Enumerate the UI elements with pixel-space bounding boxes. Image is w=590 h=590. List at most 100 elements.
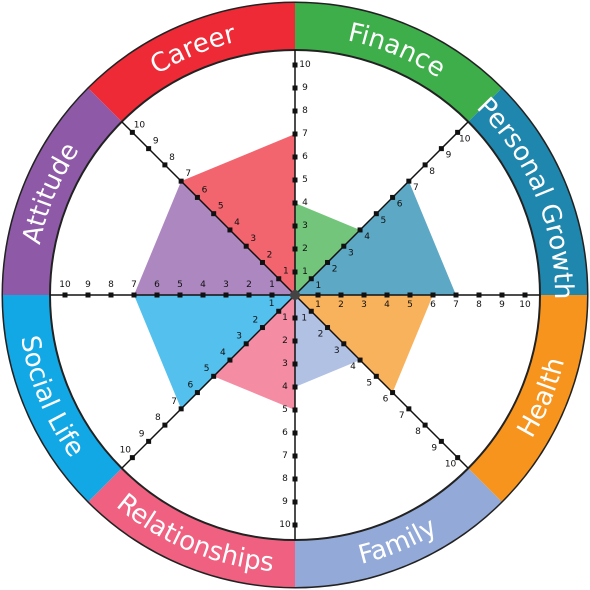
tick-label: 3 (282, 359, 288, 369)
tick-label: 8 (155, 413, 161, 423)
tick-marker (430, 292, 436, 298)
tick-label: 9 (282, 497, 288, 507)
tick-label: 8 (169, 153, 175, 163)
tick-label: 6 (383, 395, 389, 405)
wedge-career (181, 134, 295, 295)
tick-marker (223, 292, 229, 298)
tick-marker (146, 438, 152, 444)
tick-label: 5 (218, 202, 224, 212)
tick-label: 9 (139, 429, 145, 439)
tick-label: 6 (154, 280, 160, 290)
tick-marker (194, 194, 200, 200)
tick-marker (243, 243, 249, 249)
tick-label: 3 (223, 280, 229, 290)
tick-label: 4 (234, 218, 240, 228)
tick-marker (85, 292, 91, 298)
tick-marker (373, 373, 379, 379)
tick-label: 1 (269, 299, 275, 309)
tick-label: 1 (315, 300, 321, 310)
tick-label: 1 (269, 280, 275, 290)
tick-marker (292, 223, 298, 229)
tick-marker (292, 154, 298, 160)
tick-label: 9 (85, 280, 91, 290)
tick-marker (292, 361, 298, 367)
value-wedges (134, 134, 456, 410)
tick-marker (308, 276, 314, 282)
tick-label: 3 (250, 234, 256, 244)
tick-marker (211, 211, 217, 217)
tick-marker (455, 129, 461, 135)
tick-marker (211, 373, 217, 379)
tick-label: 8 (476, 300, 482, 310)
tick-marker (422, 162, 428, 168)
tick-label: 3 (236, 332, 242, 342)
tick-label: 7 (282, 451, 288, 461)
tick-label: 6 (202, 185, 208, 195)
tick-marker (292, 453, 298, 459)
ring-segment-social-life (3, 295, 122, 502)
tick-label: 10 (459, 134, 471, 144)
tick-marker (438, 146, 444, 152)
tick-marker (292, 177, 298, 183)
tick-marker (325, 325, 331, 331)
tick-marker (476, 292, 482, 298)
tick-label: 10 (134, 120, 146, 130)
tick-marker (438, 438, 444, 444)
tick-marker (308, 308, 314, 314)
tick-marker (292, 384, 298, 390)
tick-marker (292, 522, 298, 528)
ring-segment-attitude (3, 88, 122, 296)
tick-marker (162, 162, 168, 168)
ring-segments (3, 3, 587, 587)
tick-marker (243, 341, 249, 347)
tick-label: 4 (200, 280, 206, 290)
tick-marker (292, 246, 298, 252)
tick-marker (292, 476, 298, 482)
tick-marker (292, 131, 298, 137)
tick-marker (227, 357, 233, 363)
tick-marker (341, 243, 347, 249)
tick-label: 2 (302, 244, 308, 254)
tick-label: 4 (220, 348, 226, 358)
tick-marker (373, 211, 379, 217)
tick-label: 5 (282, 405, 288, 415)
tick-marker (422, 422, 428, 428)
tick-label: 7 (413, 183, 419, 193)
tick-label: 4 (282, 382, 288, 392)
tick-marker (108, 292, 114, 298)
tick-label: 7 (171, 397, 177, 407)
tick-label: 7 (302, 129, 308, 139)
wedge-family (295, 295, 361, 387)
tick-label: 10 (279, 520, 291, 530)
tick-marker (292, 85, 298, 91)
tick-marker (499, 292, 505, 298)
tick-label: 2 (253, 315, 259, 325)
tick-marker (292, 315, 298, 321)
wedge-health (295, 295, 433, 393)
tick-label: 4 (364, 232, 370, 242)
tick-marker (292, 200, 298, 206)
tick-marker (129, 129, 135, 135)
tick-marker (194, 390, 200, 396)
tick-marker (390, 194, 396, 200)
wedge-relationships (213, 295, 295, 410)
tick-marker (129, 455, 135, 461)
tick-label: 5 (381, 216, 387, 226)
ring-segment-family (295, 468, 502, 587)
tick-marker (325, 259, 331, 265)
tick-label: 3 (334, 346, 340, 356)
ring-segment-health (468, 295, 587, 502)
tick-marker (390, 390, 396, 396)
tick-marker (246, 292, 252, 298)
tick-marker (292, 430, 298, 436)
tick-marker (259, 259, 265, 265)
tick-marker (341, 341, 347, 347)
tick-marker (407, 292, 413, 298)
tick-label: 9 (431, 443, 437, 453)
tick-marker (177, 292, 183, 298)
tick-label: 8 (415, 427, 421, 437)
tick-label: 5 (366, 378, 372, 388)
tick-label: 1 (283, 267, 289, 277)
tick-label: 7 (399, 411, 405, 421)
